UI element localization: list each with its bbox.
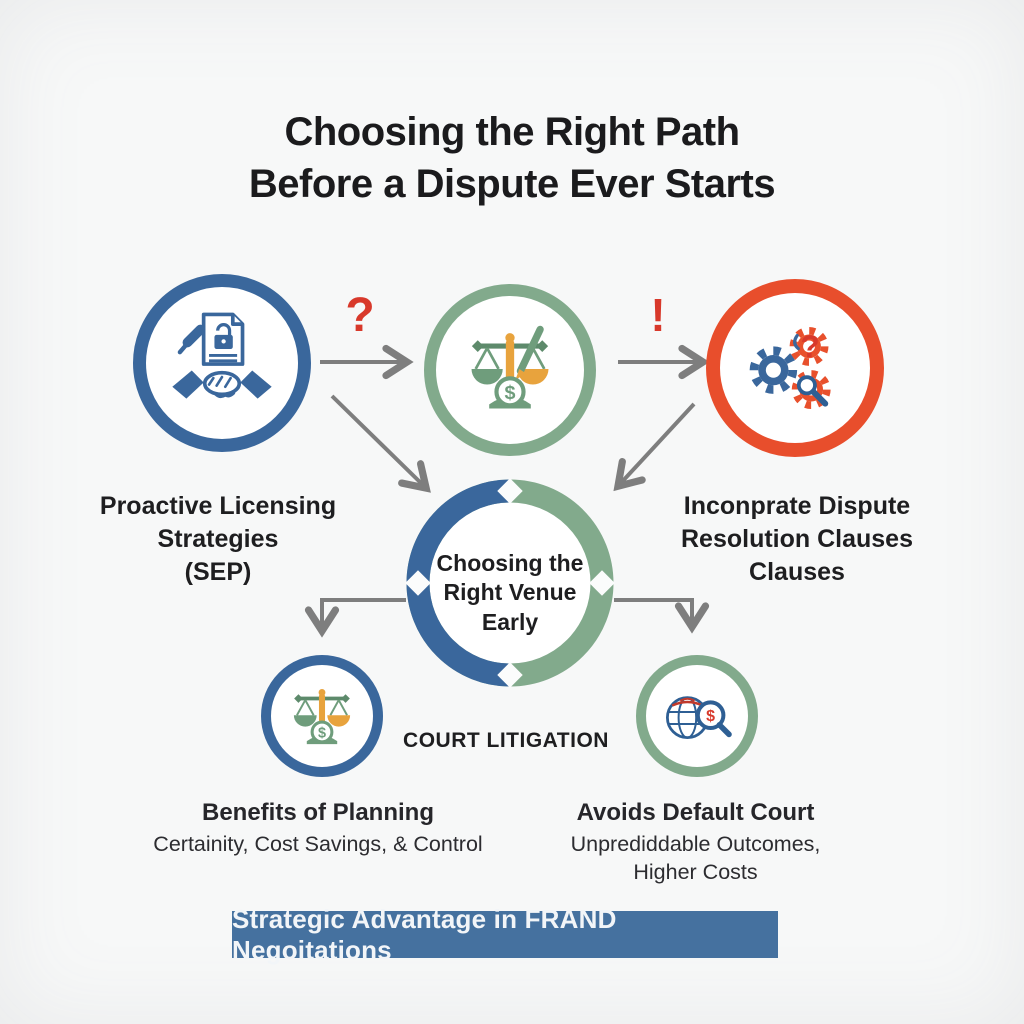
- label-dispute-clauses: Inconprate Dispute Resolution Clauses Cl…: [637, 490, 957, 589]
- question-marker: ?: [345, 289, 375, 342]
- contract-handshake-icon: [172, 312, 272, 399]
- label-proactive-licensing: Proactive Licensing Strategies (SEP): [58, 490, 378, 589]
- default-court-subtitle-line2: Higher Costs: [633, 860, 758, 885]
- center-label-line1: Choosing the: [436, 550, 584, 576]
- exclamation-marker: !: [650, 289, 666, 341]
- page-title: Choosing the Right Path Before a Dispute…: [0, 106, 1024, 210]
- ring-diamond-left: [405, 570, 431, 596]
- arrow-center-to-benefits: [304, 598, 406, 638]
- node-dispute-clauses: ?: [706, 279, 884, 457]
- label-proactive-line2: Strategies: [157, 525, 279, 553]
- label-clauses-line2: Resolution Clauses: [681, 525, 913, 553]
- gear-question-glyph: ?: [801, 329, 820, 364]
- ring-diamond-bottom: [497, 662, 523, 688]
- node-balanced-agreement: $: [424, 284, 596, 456]
- default-court-caption: Avoids Default Court Unprediddable Outco…: [513, 797, 878, 887]
- arrow-clauses-to-center: [613, 402, 696, 492]
- label-clauses-line3: Clauses: [749, 558, 845, 586]
- center-venue-ring: [405, 478, 615, 688]
- label-proactive-line3: (SEP): [184, 558, 252, 586]
- default-court-subtitle: Unprediddable Outcomes, Higher Costs: [513, 831, 878, 887]
- scales-dollar-glyph: $: [505, 382, 516, 404]
- gears-question-icon: ?: [749, 326, 831, 410]
- center-label-line2: Right Venue: [443, 579, 577, 606]
- benefits-dollar-glyph: $: [318, 725, 326, 741]
- benefits-caption: Benefits of Planning Certainity, Cost Sa…: [108, 797, 528, 859]
- page-title-line2: Before a Dispute Ever Starts: [248, 162, 776, 206]
- frand-banner-label: Strategic Advantage in FRAND Negoitation…: [232, 903, 617, 965]
- frand-banner: Strategic Advantage in FRAND Negoitation…: [232, 904, 778, 965]
- node-benefits-planning: $: [261, 655, 383, 777]
- benefits-subtitle: Certainity, Cost Savings, & Control: [153, 832, 483, 857]
- label-clauses-line1: Inconprate Dispute: [683, 492, 911, 520]
- center-label-line3: Early: [481, 608, 539, 635]
- default-court-title: Avoids Default Court: [576, 799, 815, 826]
- court-litigation-label: COURT LITIGATION: [403, 729, 609, 752]
- ring-diamond-right: [589, 570, 615, 596]
- benefits-title: Benefits of Planning: [201, 799, 434, 826]
- node-proactive-licensing: [133, 274, 311, 452]
- ring-diamond-top: [497, 478, 523, 504]
- globe-magnifier-icon: $: [666, 696, 732, 739]
- center-venue-label: Choosing the Right Venue Early: [425, 549, 595, 637]
- magnifier-dollar-glyph: $: [706, 708, 715, 725]
- label-proactive-line1: Proactive Licensing: [99, 492, 337, 520]
- scales-icon: $: [293, 689, 351, 745]
- arrow-center-to-default-court: [614, 598, 710, 634]
- page-title-line1: Choosing the Right Path: [284, 110, 740, 154]
- default-court-subtitle-line1: Unprediddable Outcomes,: [570, 832, 821, 857]
- node-default-court: $: [636, 655, 758, 777]
- scales-pen-icon: $: [471, 325, 549, 409]
